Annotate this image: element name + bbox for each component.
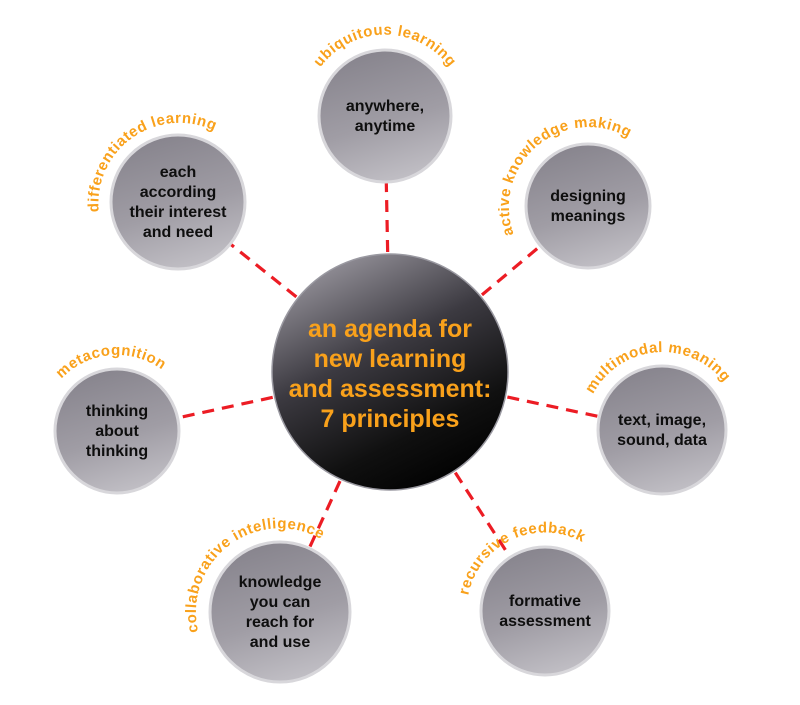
center-title-line: an agenda for	[308, 315, 472, 343]
node-text-line: meanings	[551, 208, 626, 225]
node-text-line: assessment	[499, 613, 591, 630]
node-text-line: their interest	[130, 204, 228, 221]
center-title-line: new learning	[314, 345, 467, 373]
node-text-line: anytime	[355, 118, 416, 135]
node-text-line: thinking	[86, 403, 148, 420]
node-text-line: according	[140, 184, 216, 201]
node-circle-metacognition	[53, 367, 181, 495]
node-recursive-feedback: formative assessment recursive feedback	[455, 519, 611, 677]
node-collaborative-intelligence: knowledge you can reach for and use coll…	[183, 515, 352, 684]
node-circle-differentiated-learning	[109, 133, 247, 271]
center-title-line: 7 principles	[321, 405, 460, 433]
node-metacognition: thinking about thinking metacognition	[53, 342, 181, 495]
center-title-line: and assessment:	[289, 375, 492, 403]
node-text-line: designing	[550, 188, 626, 205]
node-circle-multimodal-meaning	[596, 364, 728, 496]
node-differentiated-learning: each according their interest and need d…	[85, 110, 247, 271]
node-text-line: anywhere,	[346, 98, 424, 115]
node-text-line: text, image,	[618, 412, 706, 429]
node-ubiquitous-learning: anywhere, anytime ubiquitous learning	[310, 22, 459, 184]
node-text-line: you can	[250, 594, 310, 611]
node-text-line: and use	[250, 634, 311, 651]
node-circle-ubiquitous-learning	[317, 48, 453, 184]
node-circle-active-knowledge-making	[524, 142, 652, 270]
node-multimodal-meaning: text, image, sound, data multimodal mean…	[582, 339, 734, 496]
center-hub: an agenda for new learning and assessmen…	[271, 253, 509, 491]
node-text-line: knowledge	[239, 574, 322, 591]
node-active-knowledge-making: designing meanings active knowledge maki…	[496, 114, 652, 270]
node-text-line: and need	[143, 224, 213, 241]
node-text-line: each	[160, 164, 196, 181]
node-text-line: reach for	[246, 614, 314, 631]
node-circle-recursive-feedback	[479, 545, 611, 677]
node-text-line: thinking	[86, 443, 148, 460]
center-circle	[271, 253, 509, 491]
node-text-line: sound, data	[617, 432, 707, 449]
node-text-line: about	[95, 423, 139, 440]
node-circle-collaborative-intelligence	[208, 540, 352, 684]
node-text-line: formative	[509, 593, 581, 610]
